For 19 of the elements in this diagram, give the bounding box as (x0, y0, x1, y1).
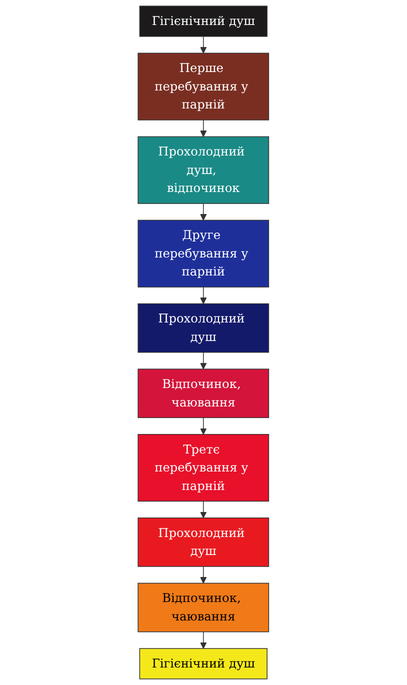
node-box: Перше перебування у парній (138, 52, 270, 120)
arrow (200, 203, 207, 221)
node-box: Гігієнічний душ (139, 648, 268, 680)
arrow (200, 36, 207, 54)
node-box: Відпочинок, чаювання (138, 582, 270, 632)
arrow (200, 120, 207, 137)
node-box: Відпочинок, чаювання (138, 368, 270, 418)
arrow (200, 352, 207, 370)
node-box: Гігієнічний душ (139, 6, 268, 37)
arrow (200, 566, 207, 584)
arrow (200, 286, 207, 304)
node-box: Прохолодний душ, відпочинок (138, 136, 270, 204)
arrow (200, 500, 207, 518)
node-box: Прохолодний душ (138, 518, 270, 567)
arrow (200, 631, 207, 649)
node-box: Прохолодний душ (138, 303, 270, 353)
node-box: Третє перебування у парній (138, 434, 270, 502)
node-box: Друге перебування у парній (138, 220, 270, 288)
arrow (200, 417, 207, 435)
